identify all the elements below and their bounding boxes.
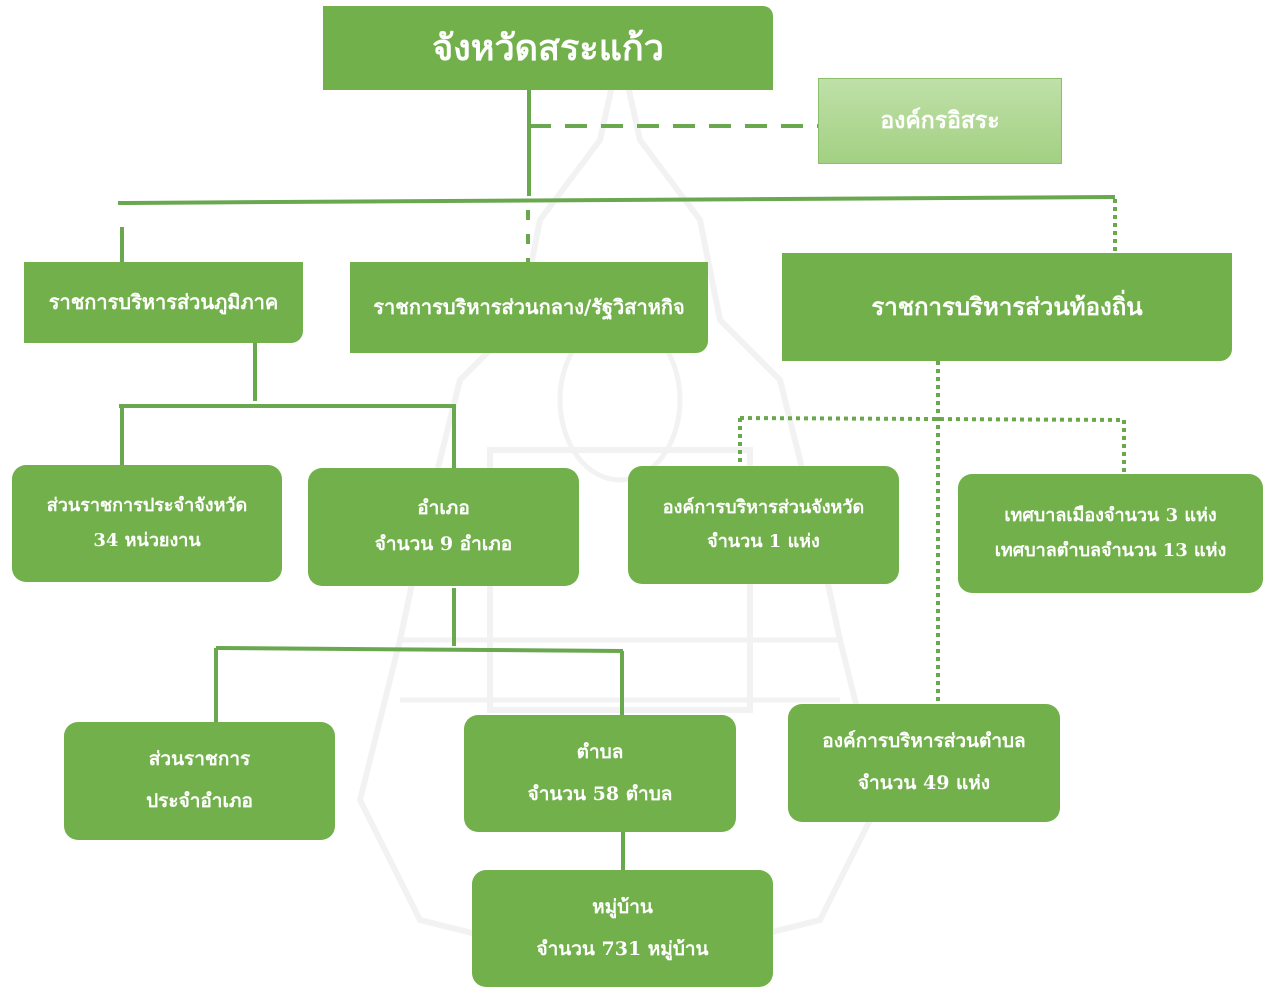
subdistricts-line2: จำนวน 58 ตำบล	[527, 782, 673, 805]
municipalities-line1: เทศบาลเมืองจำนวน 3 แห่ง	[1004, 505, 1217, 526]
pao-line1: องค์การบริหารส่วนจังหวัด	[662, 496, 865, 518]
central-label: ราชการบริหารส่วนกลาง/รัฐวิสาหกิจ	[373, 295, 685, 319]
sao-box: องค์การบริหารส่วนตำบล จำนวน 49 แห่ง	[788, 704, 1060, 822]
provincial-units-line2: 34 หน่วยงาน	[93, 529, 201, 551]
districts-box: อำเภอ จำนวน 9 อำเภอ	[308, 468, 579, 586]
regional-label: ราชการบริหารส่วนภูมิภาค	[48, 290, 279, 314]
subdistricts-box: ตำบล จำนวน 58 ตำบล	[464, 715, 736, 832]
provincial-units-line1: ส่วนราชการประจำจังหวัด	[46, 495, 248, 516]
provincial-units-box: ส่วนราชการประจำจังหวัด 34 หน่วยงาน	[12, 465, 282, 582]
local-label: ราชการบริหารส่วนท้องถิ่น	[871, 292, 1143, 321]
districts-line1: อำเภอ	[417, 497, 470, 520]
districts-line2: จำนวน 9 อำเภอ	[374, 533, 513, 555]
local-admin-box: ราชการบริหารส่วนท้องถิ่น	[782, 253, 1232, 361]
connector-districts-horizontal	[215, 646, 624, 653]
central-admin-box: ราชการบริหารส่วนกลาง/รัฐวิสาหกิจ	[350, 262, 708, 353]
root-label: จังหวัดสระแก้ว	[432, 26, 664, 69]
district-units-box: ส่วนราชการ ประจำอำเภอ	[64, 722, 335, 840]
independent-label: องค์กรอิสระ	[880, 106, 1000, 134]
pao-line2: จำนวน 1 แห่ง	[707, 531, 820, 552]
regional-admin-box: ราชการบริหารส่วนภูมิภาค	[24, 262, 303, 343]
district-units-line1: ส่วนราชการ	[148, 748, 251, 771]
sao-line2: จำนวน 49 แห่ง	[857, 772, 991, 794]
connector-top-horizontal	[117, 195, 1116, 205]
municipalities-box: เทศบาลเมืองจำนวน 3 แห่ง เทศบาลตำบลจำนวน …	[958, 474, 1263, 593]
subdistricts-line1: ตำบล	[576, 740, 624, 763]
district-units-line2: ประจำอำเภอ	[146, 790, 253, 812]
villages-box: หมู่บ้าน จำนวน 731 หมู่บ้าน	[472, 870, 773, 987]
sao-line1: องค์การบริหารส่วนตำบล	[822, 730, 1026, 753]
municipalities-line2: เทศบาลตำบลจำนวน 13 แห่ง	[994, 539, 1227, 561]
villages-line1: หมู่บ้าน	[592, 895, 653, 918]
villages-line2: จำนวน 731 หมู่บ้าน	[536, 937, 709, 960]
root-province-box: จังหวัดสระแก้ว	[323, 6, 773, 90]
pao-box: องค์การบริหารส่วนจังหวัด จำนวน 1 แห่ง	[628, 466, 899, 584]
independent-org-box: องค์กรอิสระ	[818, 78, 1062, 164]
connector-local-horizontal	[739, 416, 1125, 422]
